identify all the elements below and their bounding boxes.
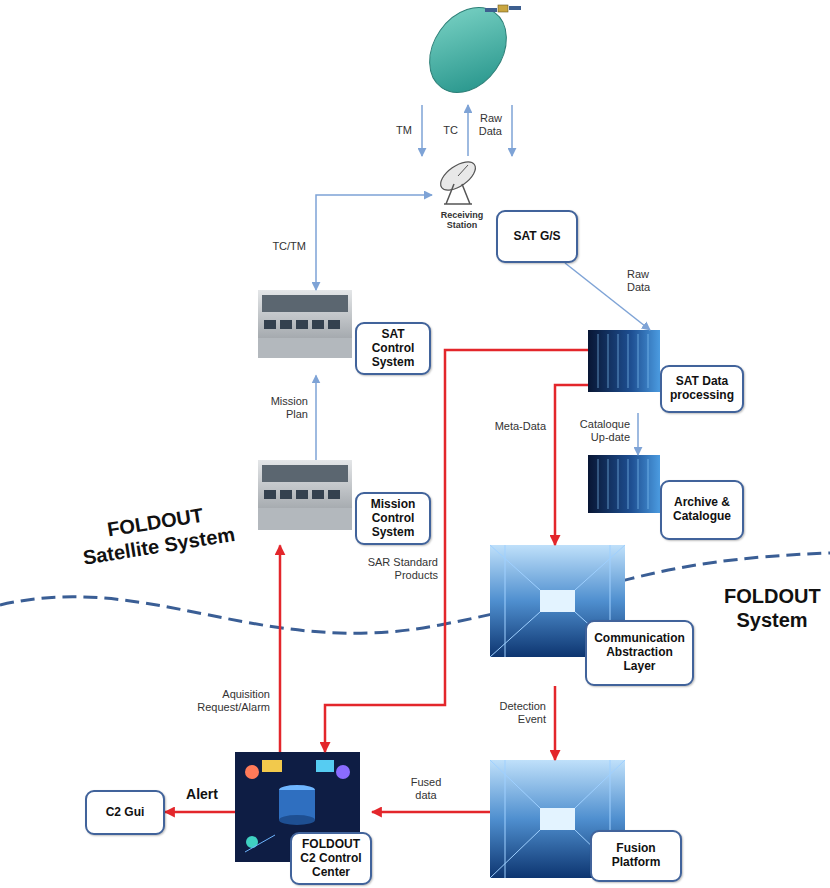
blue-data-flow: [315, 375, 317, 460]
control-room-photo: [258, 460, 352, 530]
label-box: FOLDOUT C2 Control Center: [290, 832, 372, 885]
label-box: Fusion Platform: [590, 830, 682, 882]
process-box: SAT G/S: [496, 210, 578, 263]
system-node: FOLDOUT C2 Control Center: [235, 752, 372, 885]
edge-label: Raw Data: [625, 268, 661, 294]
system-node: Mission Control System: [258, 460, 431, 545]
satellite-body: [498, 5, 508, 12]
edge-label: Alert: [174, 786, 230, 803]
photo-frame: [588, 455, 660, 513]
connector-group: [165, 195, 650, 812]
node-text: FOLDOUT C2 Control Center: [297, 838, 365, 879]
system-node: Communication Abstraction Layer: [490, 545, 694, 686]
photo-frame: [258, 290, 352, 358]
edge-label: Cataloque Up-date: [566, 418, 632, 444]
signal-label: Raw Data: [472, 112, 504, 138]
red-data-flow: [555, 385, 588, 545]
node-text: Fusion Platform: [597, 842, 675, 870]
antenna-dish: [436, 156, 480, 195]
edge-label: Detection Event: [486, 700, 548, 726]
downlink-arrow: [511, 105, 513, 156]
server-racks: [598, 334, 648, 388]
red-data-flow: [279, 545, 282, 752]
antenna-feed: [458, 165, 468, 176]
node-text: Communication Abstraction Layer: [592, 632, 687, 673]
region-label: FOLDOUT Satellite System: [69, 497, 244, 571]
node-text: C2 Gui: [92, 806, 158, 820]
app-icon: [245, 765, 259, 779]
label-box: SAT Data processing: [660, 365, 744, 413]
app-icon: [336, 765, 350, 779]
node-text: SAT G/S: [503, 230, 571, 244]
receiving-station: Receiving Station: [432, 155, 492, 235]
server-stack: [279, 815, 315, 825]
server-racks: [598, 459, 648, 509]
red-data-flow: [554, 686, 557, 760]
console-desk: [258, 508, 352, 530]
server-photo: [588, 455, 660, 513]
photo-frame: [588, 330, 660, 392]
edge-label: Meta-Data: [484, 420, 548, 433]
hall-light: [540, 808, 575, 830]
app-icon: [316, 760, 334, 772]
wall-screen: [262, 465, 348, 482]
system-node: Archive & Catalogue: [588, 455, 744, 540]
node-text: Mission Control System: [362, 498, 424, 539]
label-box: Archive & Catalogue: [660, 480, 744, 540]
node-text: SAT Control System: [362, 328, 424, 369]
signal-label: TC: [426, 124, 460, 137]
server-photo: [588, 330, 660, 392]
label-box: C2 Gui: [85, 790, 165, 835]
downlink-arrow: [421, 105, 423, 156]
red-data-flow: [372, 811, 490, 814]
red-data-flow: [165, 811, 235, 814]
edge-label: TC/TM: [258, 240, 308, 253]
system-boundary: [0, 553, 830, 633]
station-caption: Receiving Station: [432, 207, 492, 233]
monitor-row: [264, 490, 340, 499]
satellite-panel: [485, 8, 497, 12]
system-node: Fusion Platform: [490, 760, 682, 882]
satellite-footprint: [414, 0, 522, 107]
satellite-panel: [509, 6, 521, 10]
node-text: SAT Data processing: [667, 375, 737, 403]
edge-label: Aquisition Request/Alarm: [186, 688, 272, 714]
label-box: Communication Abstraction Layer: [585, 620, 694, 686]
node-text: Receiving Station: [434, 210, 490, 231]
blue-data-flow: [637, 413, 639, 455]
uplink-arrow: [467, 105, 469, 156]
photo-frame: [258, 460, 352, 530]
edge-label: Mission Plan: [258, 395, 310, 421]
label-box: SAT G/S: [496, 210, 578, 263]
blue-data-flow: [316, 195, 432, 290]
hall-light: [540, 590, 575, 612]
antenna-stand: [444, 184, 472, 204]
wall-screen: [262, 295, 348, 312]
process-box: C2 Gui: [85, 790, 165, 835]
label-box: SAT Control System: [355, 322, 431, 375]
red-data-flow: [325, 350, 588, 752]
edge-label: Fused data: [400, 776, 452, 802]
region-label: FOLDOUT System: [722, 584, 822, 632]
control-room-photo: [258, 290, 352, 358]
system-node: SAT Data processing: [588, 330, 744, 413]
signal-label: TM: [378, 124, 414, 137]
console-desk: [258, 338, 352, 358]
label-box: Mission Control System: [355, 492, 431, 545]
node-text: Archive & Catalogue: [667, 496, 737, 524]
app-icon: [262, 760, 282, 772]
system-node: SAT Control System: [258, 290, 431, 375]
monitor-row: [264, 320, 340, 329]
edge-label: SAR Standard Products: [358, 556, 440, 582]
